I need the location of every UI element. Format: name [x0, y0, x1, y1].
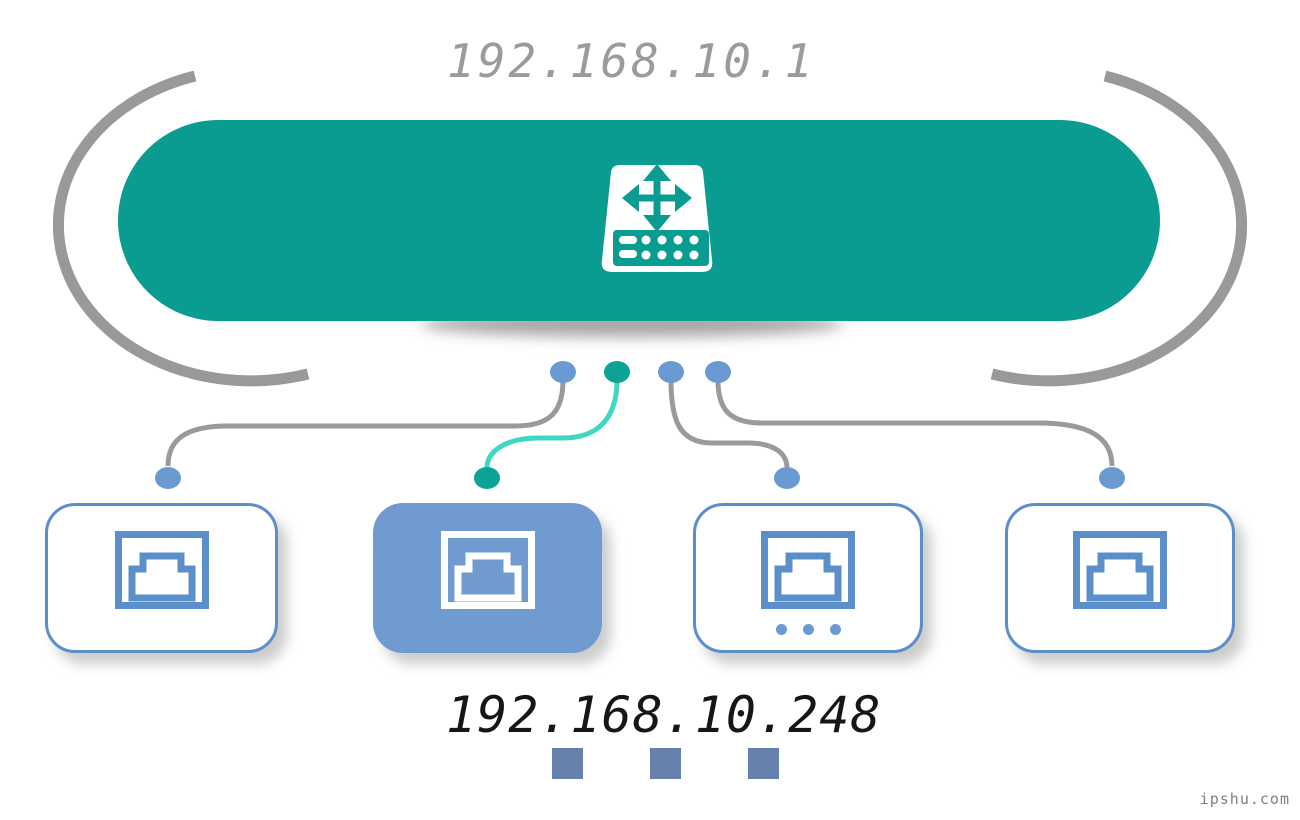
device-dot-2-active	[474, 467, 500, 489]
four-way-arrows-icon	[622, 164, 692, 232]
ethernet-port-icon	[1073, 531, 1167, 609]
ethernet-port-icon	[761, 531, 855, 609]
ellipsis-dot	[829, 624, 841, 635]
device-dot-3	[774, 467, 800, 489]
ellipsis-dot	[802, 624, 814, 635]
device-box-2-highlighted	[373, 503, 602, 653]
port-dot-2-active	[604, 361, 630, 383]
ellipsis-icon	[696, 624, 920, 635]
decoration-square	[748, 748, 779, 779]
router-ip-label: 192.168.10.1	[447, 34, 816, 88]
device-dot-1	[155, 467, 181, 489]
device-box-4	[1005, 503, 1235, 653]
port-dot-3	[658, 361, 684, 383]
link-line-4	[715, 379, 1115, 467]
decoration-square	[650, 748, 681, 779]
ethernet-port-icon	[440, 531, 535, 609]
link-line-3	[668, 379, 790, 469]
left-bracket-arc	[53, 70, 310, 387]
port-dot-4	[705, 361, 731, 383]
device-box-1	[45, 503, 278, 653]
switch-front-panel	[613, 230, 709, 266]
ellipsis-dot	[775, 624, 787, 635]
network-switch-icon	[601, 164, 713, 272]
ethernet-port-icon	[114, 531, 209, 609]
link-line-2-active	[484, 379, 620, 469]
device-dot-4	[1099, 467, 1125, 489]
watermark-text: ipshu.com	[1199, 790, 1290, 808]
device-ip-label: 192.168.10.248	[446, 686, 882, 744]
device-box-3	[693, 503, 923, 653]
port-dot-1	[550, 361, 576, 383]
decoration-square	[552, 748, 583, 779]
switch-panel-lights	[619, 235, 699, 260]
right-bracket-arc	[990, 70, 1247, 387]
link-line-1	[165, 379, 566, 467]
